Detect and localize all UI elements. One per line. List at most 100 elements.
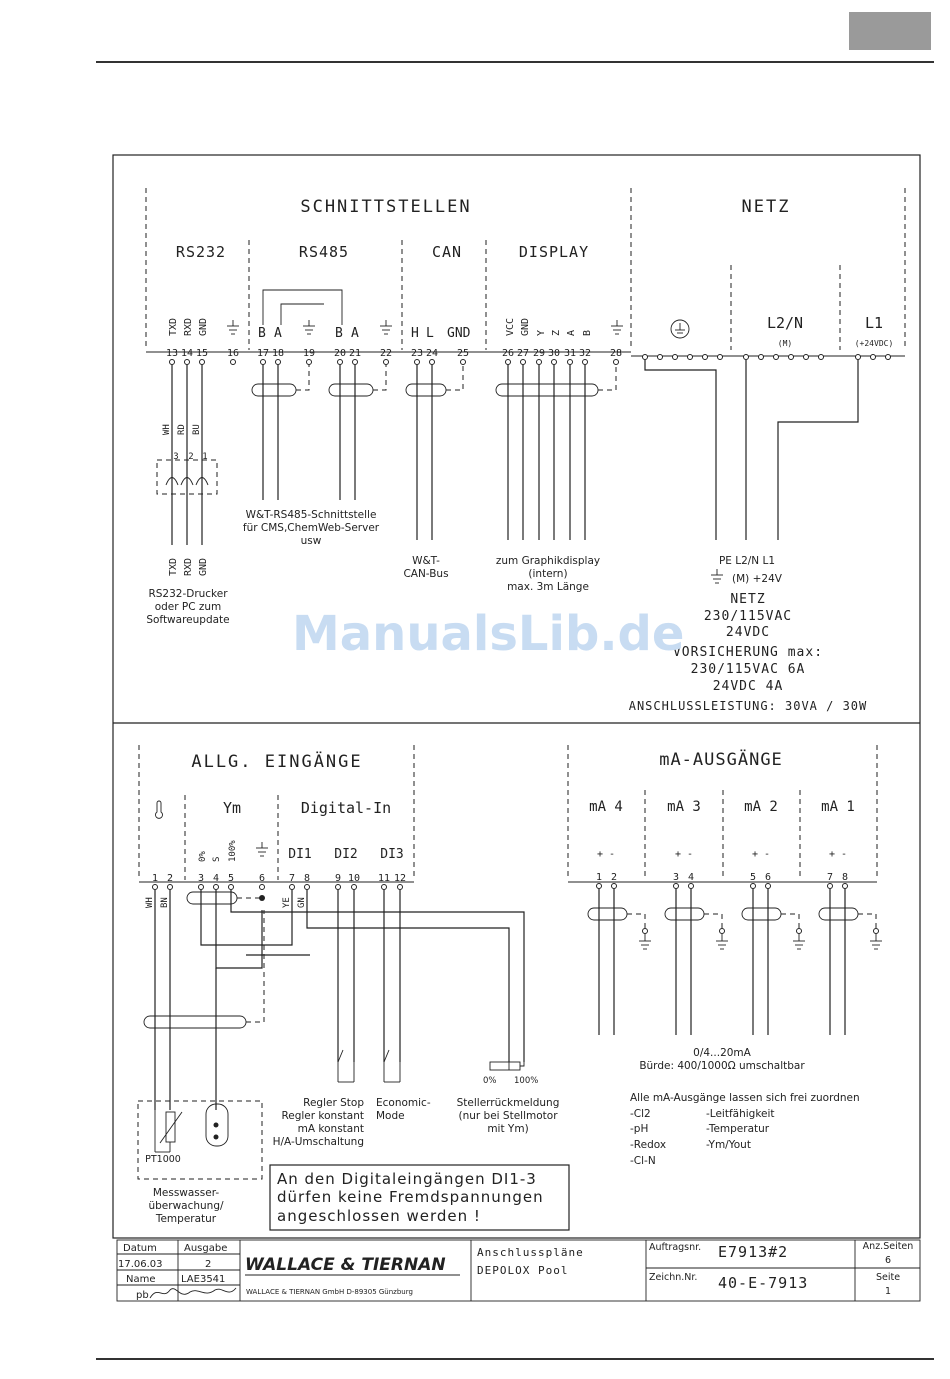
svg-text:Softwareupdate: Softwareupdate <box>146 614 229 626</box>
svg-text:Regler Stop: Regler Stop <box>303 1097 364 1109</box>
vcc-label: VCC <box>505 318 516 336</box>
rxd-label: RXD <box>183 318 194 336</box>
svg-text:LAE3541: LAE3541 <box>181 1274 225 1285</box>
svg-text:0%: 0% <box>198 851 208 862</box>
title-block-grid <box>116 1239 921 1302</box>
messwasser-note: Messwasser- überwachung/ Temperatur <box>148 1187 224 1225</box>
svg-text:8: 8 <box>842 872 848 883</box>
svg-text:23: 23 <box>411 348 423 359</box>
svg-text:3: 3 <box>173 452 178 462</box>
svg-text:VORSICHERUNG max:: VORSICHERUNG max: <box>673 645 823 660</box>
terminal-dots-left <box>152 884 403 890</box>
svg-text:21: 21 <box>349 348 361 359</box>
txd-label: TXD <box>168 318 179 336</box>
rs485-note: W&T-RS485-Schnittstelle für CMS,ChemWeb-… <box>243 509 380 547</box>
seite-label: Seite <box>876 1272 900 1283</box>
svg-text:2: 2 <box>611 872 617 883</box>
anz-seiten: 6 <box>885 1255 891 1266</box>
can-l: L <box>426 326 434 341</box>
svg-text:4: 4 <box>688 872 694 883</box>
rs232-label: RS232 <box>176 243 226 261</box>
switch-regler <box>337 1049 355 1083</box>
svg-text:7: 7 <box>289 873 295 884</box>
pt1000-label: PT1000 <box>145 1154 181 1165</box>
svg-text:+ -: + - <box>752 849 770 860</box>
a-label-display: A <box>566 330 577 336</box>
m-label: (M) <box>778 339 792 348</box>
svg-text:W&T-RS485-Schnittstelle: W&T-RS485-Schnittstelle <box>246 509 377 521</box>
steller-note: Stellerrückmeldung (nur bei Stellmotor m… <box>457 1097 560 1135</box>
terminal-numbers-left: 1 2 3 4 5 6 7 8 9 10 11 12 <box>152 873 406 884</box>
svg-text:24: 24 <box>426 348 438 359</box>
svg-text:pb: pb <box>136 1290 149 1301</box>
svg-text:31: 31 <box>564 348 576 359</box>
svg-text:14: 14 <box>181 348 193 359</box>
ym-label: Ym <box>223 799 241 817</box>
header-rule <box>96 61 934 63</box>
can-label: CAN <box>432 243 462 261</box>
netz-spec: NETZ 230/115VAC 24VDC VORSICHERUNG max: … <box>673 592 823 694</box>
svg-text:24VDC: 24VDC <box>726 625 770 640</box>
svg-text:16: 16 <box>227 348 239 359</box>
svg-text:für CMS,ChemWeb-Server: für CMS,ChemWeb-Server <box>243 522 380 534</box>
allg-eingaenge-title: ALLG. EINGÄNGE <box>191 751 362 772</box>
svg-text:6: 6 <box>765 872 771 883</box>
rs485-bridge <box>280 303 324 325</box>
svg-text:RS232-Drucker: RS232-Drucker <box>148 588 228 600</box>
svg-text:+ -: + - <box>675 849 693 860</box>
ground-icon <box>227 320 239 335</box>
company-address: WALLACE & TIERNAN GmbH D-89305 Günzburg <box>246 1288 413 1296</box>
svg-text:26: 26 <box>502 348 514 359</box>
connector-pins: 3 2 1 <box>173 452 207 462</box>
l2n-label: L2/N <box>767 314 803 332</box>
svg-text:+ -: + - <box>829 849 847 860</box>
svg-text:22: 22 <box>380 348 392 359</box>
rs485-bridge <box>262 289 343 325</box>
svg-text:6: 6 <box>259 873 265 884</box>
ground-icon <box>611 320 623 335</box>
svg-text:S: S <box>212 857 222 862</box>
svg-text:YE: YE <box>282 897 292 908</box>
svg-text:0/4...20mA: 0/4...20mA <box>693 1047 752 1059</box>
svg-text:max. 3m Länge: max. 3m Länge <box>507 581 589 593</box>
svg-text:-Leitfähigkeit: -Leitfähigkeit <box>706 1108 775 1120</box>
z-label: Z <box>551 330 562 336</box>
rs485-wires <box>262 365 356 500</box>
ground-icon <box>303 320 315 335</box>
svg-text:-Temperatur: -Temperatur <box>706 1123 770 1135</box>
zuordnen-list: -Cl2-Leitfähigkeit -pH-Temperatur -Redox… <box>630 1108 775 1167</box>
potentiometer <box>489 1061 525 1071</box>
svg-text:4: 4 <box>213 873 219 884</box>
can-h: H <box>411 326 419 341</box>
ground-icon <box>711 569 723 584</box>
svg-text:2: 2 <box>167 873 173 884</box>
footer-rule <box>96 1358 934 1360</box>
v24-label: (+24VDC) <box>855 339 894 348</box>
shield-drain <box>246 910 265 1023</box>
ma-polarity: + - + - + - + - <box>597 849 847 860</box>
svg-text:H/A-Umschaltung: H/A-Umschaltung <box>273 1136 364 1148</box>
rs232-wires <box>171 365 203 545</box>
protective-earth-icon <box>670 319 690 339</box>
y-label: Y <box>536 330 547 336</box>
diagram-frame <box>112 154 921 1239</box>
shield-drain <box>296 365 310 391</box>
svg-text:usw: usw <box>301 535 322 547</box>
svg-text:zum Graphikdisplay: zum Graphikdisplay <box>496 555 600 567</box>
svg-text:3: 3 <box>198 873 204 884</box>
ma-output-labels: mA 4 mA 3 mA 2 mA 1 <box>589 799 855 815</box>
svg-text:28: 28 <box>610 348 622 359</box>
svg-text:13: 13 <box>166 348 178 359</box>
pt1000-box <box>137 1100 263 1180</box>
svg-text:-Cl2: -Cl2 <box>630 1108 651 1120</box>
l1-label: L1 <box>865 314 883 332</box>
svg-text:Name: Name <box>126 1274 156 1285</box>
ma-terminals: 1 2 3 4 5 6 7 8 <box>596 872 848 883</box>
svg-text:Bürde: 400/1000Ω umschaltbar: Bürde: 400/1000Ω umschaltbar <box>639 1060 805 1072</box>
svg-text:Mode: Mode <box>376 1110 405 1122</box>
svg-text:9: 9 <box>335 873 341 884</box>
pt1000-shield <box>143 1015 247 1029</box>
svg-text:2: 2 <box>188 452 193 462</box>
rs232-wire-colors: WH RD BU <box>162 424 202 435</box>
svg-text:0%: 0% <box>483 1076 497 1086</box>
